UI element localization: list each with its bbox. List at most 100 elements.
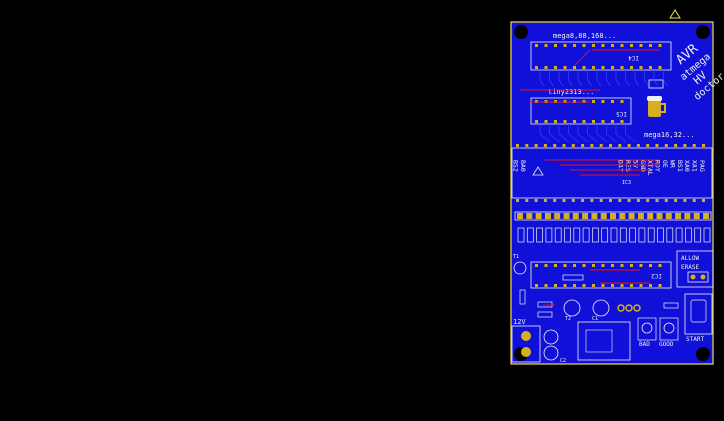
label-c2: C2 xyxy=(560,358,566,364)
ic4-pads xyxy=(535,66,662,69)
red-traces xyxy=(520,49,660,306)
copper-trace xyxy=(596,124,608,143)
signal-label: PAG xyxy=(698,160,706,172)
header-pin xyxy=(535,213,542,219)
pad xyxy=(601,120,605,123)
pad xyxy=(563,264,567,267)
pad xyxy=(571,199,575,202)
ic5-pads xyxy=(535,100,624,103)
pad xyxy=(611,284,614,287)
led-good xyxy=(659,317,679,341)
header-pin xyxy=(554,213,561,219)
pad xyxy=(535,44,538,47)
pad xyxy=(535,100,538,103)
pad xyxy=(553,199,557,202)
resistor xyxy=(592,227,599,243)
pad xyxy=(658,264,662,267)
pad xyxy=(544,100,548,103)
signal-label: RDY xyxy=(654,160,662,172)
copper-trace xyxy=(634,70,640,87)
pad xyxy=(620,120,624,123)
pad xyxy=(649,44,652,47)
copper-trace xyxy=(568,70,573,87)
copper-trace xyxy=(615,70,621,87)
resistor xyxy=(663,302,679,309)
marker-icon xyxy=(669,9,681,19)
resistor xyxy=(647,227,655,243)
resistor xyxy=(536,227,543,243)
header-pads xyxy=(517,213,709,219)
pad xyxy=(692,199,696,202)
pad xyxy=(573,44,576,47)
resistor xyxy=(537,311,553,318)
pad xyxy=(639,284,643,287)
pad xyxy=(683,199,687,202)
resistor xyxy=(537,301,553,308)
copper-trace xyxy=(644,70,649,87)
power-connector xyxy=(511,325,541,363)
signal-label: GND xyxy=(639,160,647,172)
header-pin xyxy=(517,213,523,219)
label-12v: 12V xyxy=(513,318,526,326)
regulator xyxy=(577,321,631,361)
resistor xyxy=(601,227,609,243)
copper-trace xyxy=(577,124,589,143)
pad xyxy=(611,66,614,69)
jumper-pad xyxy=(690,274,696,280)
copper-trace xyxy=(549,124,560,143)
pad xyxy=(582,44,586,47)
pad xyxy=(627,144,631,147)
pad xyxy=(649,66,652,69)
header-pin xyxy=(619,213,626,219)
pad xyxy=(649,284,652,287)
ic3-footprint xyxy=(511,147,713,199)
pad xyxy=(630,264,633,267)
pad xyxy=(702,199,705,202)
pad xyxy=(562,199,566,202)
label-allow: ALLOW xyxy=(681,255,699,262)
pad xyxy=(620,284,624,287)
pad xyxy=(573,264,576,267)
pad xyxy=(535,264,538,267)
label-t2: T2 xyxy=(565,316,571,322)
signal-label: BS1 xyxy=(676,160,684,172)
pad xyxy=(674,199,678,202)
diode xyxy=(519,289,526,305)
header-pin xyxy=(600,213,607,219)
resistor xyxy=(554,227,562,243)
copper-trace xyxy=(653,70,659,87)
pad xyxy=(563,44,567,47)
copper-trace xyxy=(596,70,602,87)
copper-trace xyxy=(539,70,545,87)
pad xyxy=(516,144,519,147)
header-pin xyxy=(591,213,598,219)
pad xyxy=(582,264,586,267)
pad xyxy=(582,120,586,123)
copper-trace xyxy=(625,70,630,87)
pad xyxy=(627,199,631,202)
capacitor-c1 xyxy=(543,329,559,345)
button-cap xyxy=(690,299,707,323)
pad xyxy=(611,100,614,103)
label-ic5: IC5 xyxy=(616,110,627,117)
pad xyxy=(554,100,557,103)
copper-trace xyxy=(558,70,564,87)
pad xyxy=(649,264,652,267)
pad xyxy=(535,66,538,69)
pad xyxy=(601,44,605,47)
pad xyxy=(692,144,696,147)
pad xyxy=(592,264,595,267)
pad xyxy=(674,144,678,147)
jumper xyxy=(687,271,709,283)
copper-trace xyxy=(606,70,611,87)
resistor xyxy=(619,227,627,243)
ic2-footprint xyxy=(530,261,672,289)
header-pin xyxy=(582,213,589,219)
led-good-icon xyxy=(663,322,675,334)
pad xyxy=(592,100,595,103)
pad xyxy=(525,144,529,147)
header-pin xyxy=(544,213,551,219)
pad xyxy=(620,44,624,47)
